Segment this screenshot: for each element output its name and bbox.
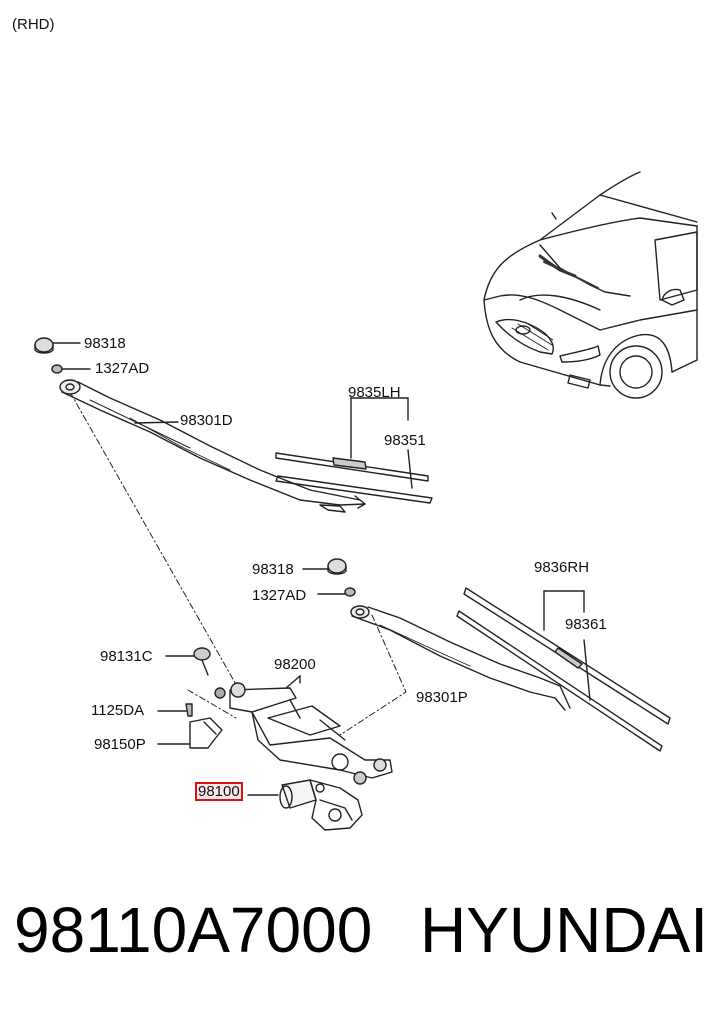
label-98131c: 98131C [100, 648, 153, 665]
nut-98131c [165, 647, 211, 676]
label-9835lh: 9835LH [348, 384, 401, 401]
label-98301d: 98301D [180, 412, 233, 429]
label-98361: 98361 [565, 616, 607, 633]
cap-98318-left [34, 337, 81, 354]
wiper-arm-98301p [350, 605, 571, 711]
part-number: 98110A7000 [14, 894, 373, 966]
wiper-blade-9835lh [275, 397, 433, 504]
car-illustration [483, 171, 698, 399]
variant-label: (RHD) [12, 16, 55, 33]
parts-diagram [34, 171, 698, 831]
label-1327ad-right: 1327AD [252, 587, 307, 604]
label-1125da: 1125DA [91, 702, 145, 719]
bolt-1125da [157, 703, 193, 717]
label-98200: 98200 [274, 656, 316, 673]
bracket-98150p [157, 717, 223, 749]
footer [0, 860, 712, 1017]
label-98150p: 98150P [94, 736, 146, 753]
wiper-motor-98100 [247, 779, 363, 831]
guide-lines [69, 391, 407, 736]
label-98351: 98351 [384, 432, 426, 449]
label-98318-left: 98318 [84, 335, 126, 352]
label-1327ad-left: 1327AD [95, 360, 150, 377]
wiper-blade-9836rh [456, 587, 671, 752]
label-98100-highlighted[interactable]: 98100 [195, 782, 243, 801]
nut-1327ad-left [51, 364, 91, 374]
brand-name: HYUNDAI [420, 894, 709, 966]
label-9836rh: 9836RH [534, 559, 590, 576]
nut-1327ad-right [317, 587, 356, 597]
cap-98318-right [302, 558, 347, 575]
wiper-arm-98301d [59, 379, 366, 513]
label-98301p: 98301P [416, 689, 468, 706]
linkage-98200 [214, 675, 393, 785]
label-98318-right: 98318 [252, 561, 294, 578]
